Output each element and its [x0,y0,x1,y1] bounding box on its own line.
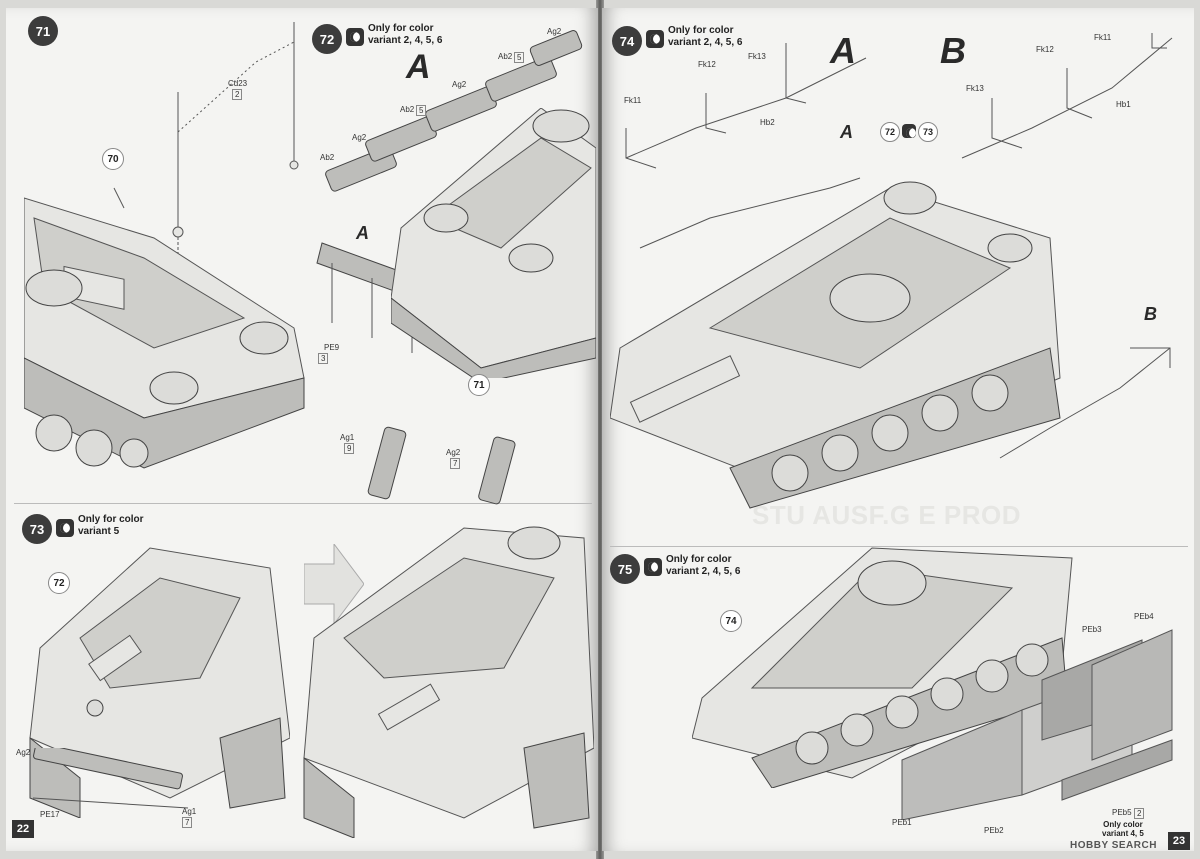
book-spine [596,0,604,859]
peb5-variant-note: Only color variant 4, 5 [1102,820,1144,838]
part-hb2-label: Hb2 [760,118,775,127]
part-ag2-label-4: Ag2 [16,748,31,757]
letter-b-callout: B [1144,304,1157,324]
letter-b-header: B [940,30,966,71]
part-ag2-label-3: Ag2 [352,133,367,142]
letter-a-header: A [830,30,856,71]
part-fk11-label-a: Fk11 [624,96,642,105]
part-pe9-count: 3 [318,353,329,364]
rail-b-attached [999,347,1171,459]
ref-70-badge: 70 [102,148,124,170]
color-variant-icon [346,28,364,46]
step-71-tank-illustration [24,187,305,469]
ref-72-badge-right: 72 [880,122,900,142]
part-fk12-label-b: Fk12 [1036,45,1054,54]
step-72-note-line2: variant 2, 4, 5, 6 [368,35,443,46]
color-variant-icon [902,124,916,138]
part-ab2-label-1: Ab2 [498,52,513,61]
step-74-note: Only for color variant 2, 4, 5, 6 [668,25,743,49]
ref-71-badge: 71 [468,374,490,396]
page-number-right: 23 [1168,832,1190,850]
part-ag1-count-1: 9 [344,443,355,454]
step-73-note: Only for color variant 5 [78,514,144,538]
step-74-tank-illustration [610,177,1061,509]
step-75-note-line2: variant 2, 4, 5, 6 [666,566,741,577]
part-pe9-label: PE9 [324,343,340,352]
part-pe17-label: PE17 [40,810,60,819]
spare-links-ag1-ag2 [367,426,516,505]
part-ag2-count-5: 7 [450,458,461,469]
part-ag1-count-2: 7 [182,817,193,828]
brand-watermark: HOBBY SEARCH [1070,840,1157,851]
part-ab2-count-1: 5 [514,52,525,63]
ref-73-badge: 73 [918,122,938,142]
part-ag2-label-2: Ag2 [452,80,467,89]
part-ab2-count-2: 5 [416,105,427,116]
part-peb2-label: PEb2 [984,826,1004,835]
step-73-note-line1: Only for color [78,514,144,525]
ref-72-badge: 72 [48,572,70,594]
letter-a-small: A [356,223,369,243]
step-75-tank-illustration [692,547,1073,788]
background-title-watermark: STU AUSF.G E PROD [752,500,1022,530]
step-75-note-line1: Only for color [666,554,732,565]
ref-74-badge: 74 [720,610,742,632]
step-72-note-line1: Only for color [368,23,434,34]
letter-a-large: A [406,48,431,86]
step-73-tank-result [303,526,594,838]
spare-track-links [325,30,583,192]
part-peb4-label: PEb4 [1134,612,1154,621]
page-right: STU AUSF.G E PROD 74 Only for color vari… [602,8,1194,851]
step-75-note: Only for color variant 2, 4, 5, 6 [666,554,741,578]
part-fk13-label-a: Fk13 [748,52,766,61]
step-71-number: 71 [28,16,58,46]
step-74-note-line1: Only for color [668,25,734,36]
step-72-note: Only for color variant 2, 4, 5, 6 [368,23,443,47]
peb5-note-line1: Only color [1103,820,1143,829]
part-ab2-label-3: Ab2 [320,153,335,162]
front-track-spare [32,748,189,809]
step-74-note-line2: variant 2, 4, 5, 6 [668,37,743,48]
part-cd23-count: 2 [232,89,243,100]
part-peb1-label: PEb1 [892,818,912,827]
section-divider [14,503,592,504]
part-fk11-label-b: Fk11 [1094,33,1112,42]
part-peb5-count: 2 [1134,808,1145,819]
rail-frame-b [961,33,1173,159]
part-fk13-label-b: Fk13 [966,84,984,93]
peb5-note-line2: variant 4, 5 [1102,829,1144,838]
section-divider [610,546,1188,547]
step-72-tank-illustration [391,108,596,378]
page-number-left: 22 [12,820,34,838]
step-72-number: 72 [312,24,342,54]
step-arrow-right [304,544,364,624]
part-fk12-label-a: Fk12 [698,60,716,69]
part-ag2-label-5: Ag2 [446,448,461,457]
part-ab2-label-2: Ab2 [400,105,415,114]
step-74-number: 74 [612,26,642,56]
part-hb1-label: Hb1 [1116,100,1131,109]
step-73-note-line2: variant 5 [78,526,120,537]
antenna-diagram [172,22,299,267]
rail-frame-a [625,43,867,169]
part-peb3-label: PEb3 [1082,625,1102,634]
part-peb5-label: PEb5 [1112,808,1132,817]
part-ag2-label-1: Ag2 [547,27,562,36]
color-variant-icon [644,558,662,576]
page-left: 71 Cd23 2 70 72 Only for color variant 2… [6,8,598,851]
color-variant-icon [56,519,74,537]
part-ag1-label-1: Ag1 [340,433,355,442]
letter-a-callout: A [840,122,853,142]
side-skirt-plates [901,629,1173,820]
step-75-number: 75 [610,554,640,584]
step-73-number: 73 [22,514,52,544]
part-ag1-label-2: Ag1 [182,807,197,816]
step-73-tank-front-view [29,547,290,818]
color-variant-icon [646,30,664,48]
part-cd23-label: Cd23 [228,79,248,88]
